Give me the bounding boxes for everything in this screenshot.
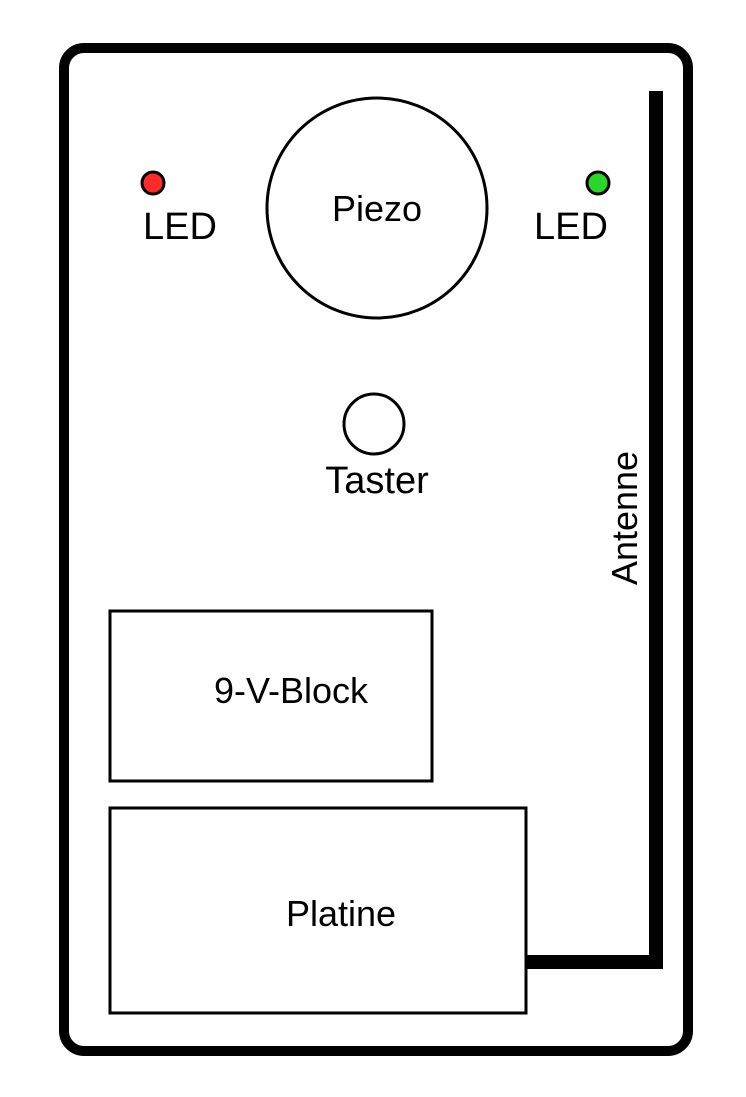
taster-button bbox=[342, 392, 406, 456]
antenna-label: Antenne bbox=[604, 451, 645, 585]
board-box bbox=[108, 806, 528, 1015]
led-left-indicator bbox=[140, 170, 166, 196]
battery-box bbox=[108, 609, 434, 783]
antenna-wire bbox=[526, 91, 663, 969]
led-right-indicator bbox=[585, 170, 611, 196]
piezo-circle bbox=[265, 96, 489, 320]
board-label: Platine bbox=[286, 893, 396, 934]
battery-label: 9-V-Block bbox=[214, 670, 369, 711]
taster-label: Taster bbox=[325, 460, 429, 502]
led-left-label: LED bbox=[143, 206, 217, 248]
piezo-label: Piezo bbox=[332, 188, 422, 229]
enclosure-outline bbox=[59, 43, 693, 1056]
led-right-label: LED bbox=[534, 206, 608, 248]
